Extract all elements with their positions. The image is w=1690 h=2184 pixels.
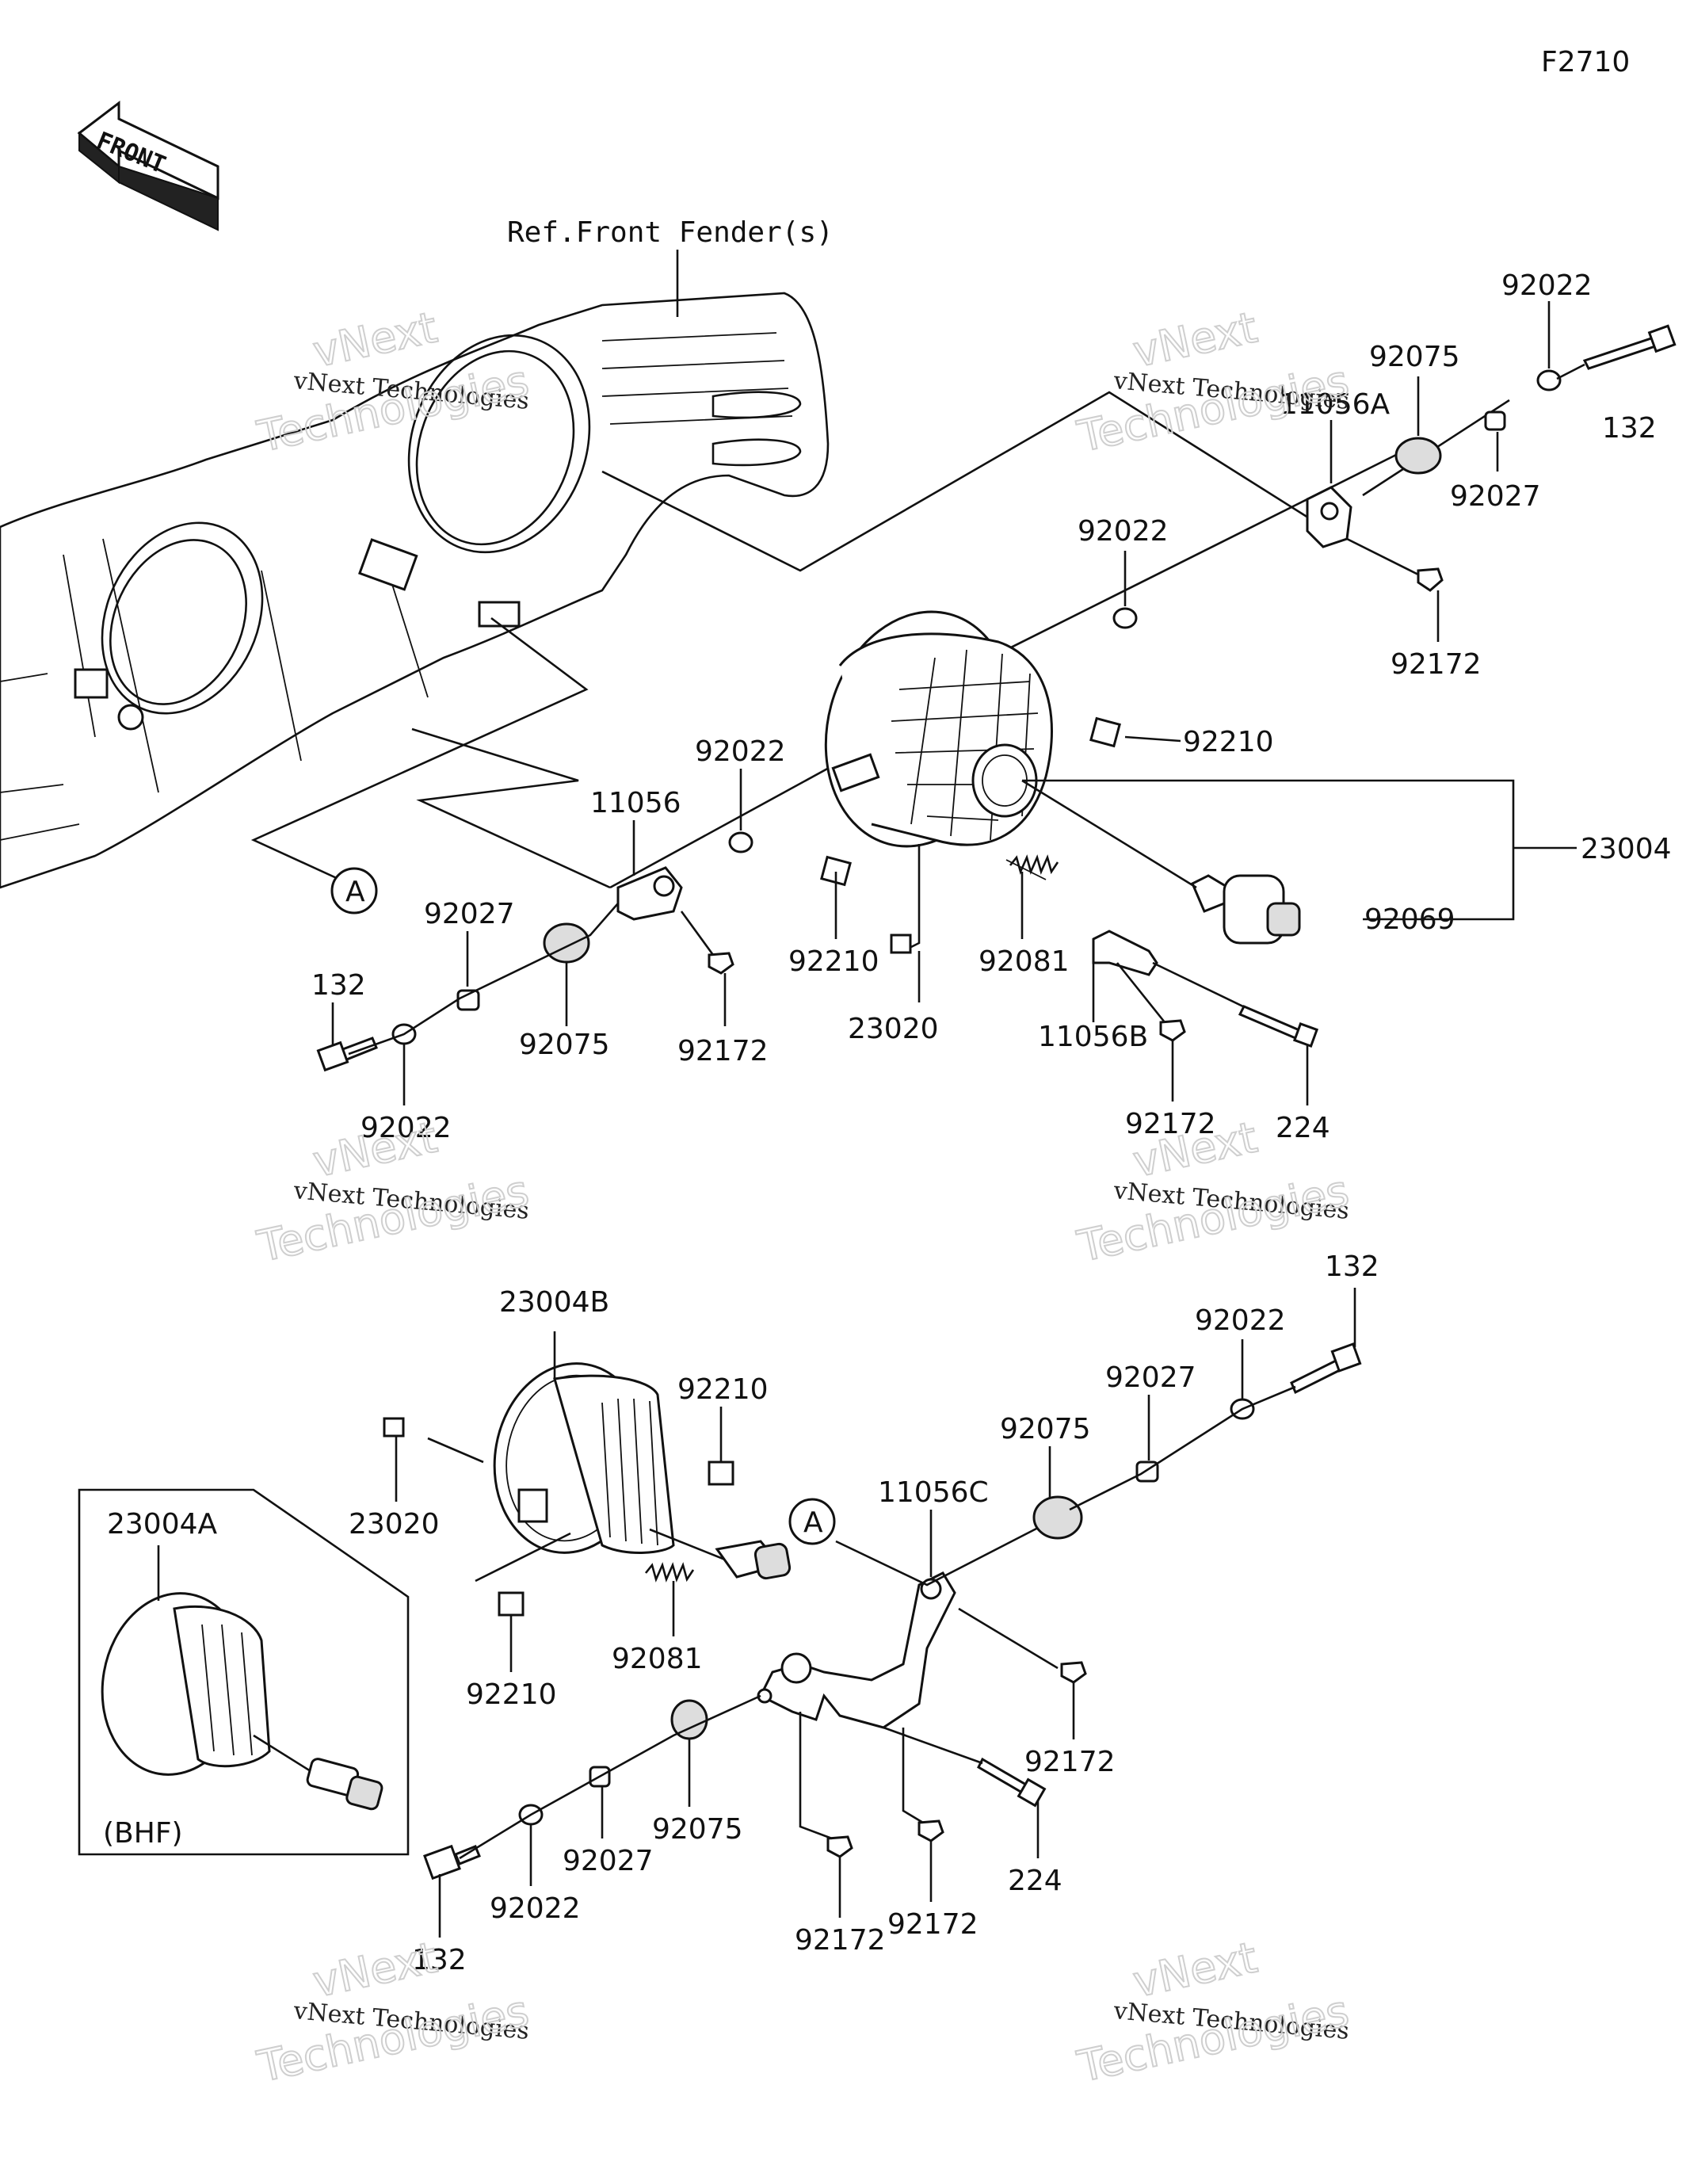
reference-label: Ref.Front Fender(s) bbox=[507, 216, 834, 249]
svg-text:vNext: vNext bbox=[1129, 302, 1261, 376]
label-92022-bl2: 92022 bbox=[490, 1892, 581, 1925]
collar-92027-tr bbox=[1484, 410, 1506, 431]
label-23004B: 23004B bbox=[499, 1286, 609, 1319]
label-132-bl: 132 bbox=[412, 1944, 467, 1976]
nut-23020-top bbox=[890, 934, 912, 954]
watermark-6: vNext vNext Technologies Technologies bbox=[1072, 1931, 1353, 2092]
label-11056B: 11056B bbox=[1038, 1021, 1148, 1053]
label-92172-bm: 92172 bbox=[887, 1908, 979, 1941]
label-92027-br: 92027 bbox=[1105, 1361, 1196, 1394]
svg-text:vNext: vNext bbox=[309, 1932, 441, 2006]
label-23020-b: 23020 bbox=[349, 1508, 440, 1541]
label-224-b: 224 bbox=[1008, 1865, 1062, 1897]
label-92027-bl: 92027 bbox=[563, 1845, 654, 1877]
bolt-224-upper bbox=[1238, 1005, 1319, 1048]
label-23004: 23004 bbox=[1581, 833, 1672, 865]
label-92075-tr: 92075 bbox=[1369, 341, 1460, 373]
front-arrow-icon: FRONT bbox=[77, 100, 219, 231]
nut-92210-tr bbox=[1089, 716, 1121, 748]
bolt-132-br bbox=[1290, 1342, 1362, 1395]
label-92075-bl: 92075 bbox=[652, 1813, 743, 1846]
washer-92022-tr bbox=[1536, 369, 1562, 391]
label-92210-b1: 92210 bbox=[677, 1373, 769, 1406]
clip-92172-br bbox=[1060, 1661, 1087, 1684]
bracket-11056B bbox=[1092, 930, 1158, 976]
variant-box-label: (BHF) bbox=[103, 1817, 183, 1850]
bolt-132-tr bbox=[1582, 324, 1677, 370]
bracket-11056 bbox=[616, 866, 683, 921]
label-92027-l: 92027 bbox=[424, 898, 515, 930]
figure-code: F2710 bbox=[1541, 46, 1630, 78]
washer-92022-mid bbox=[1112, 607, 1138, 629]
clip-92172-l bbox=[708, 952, 734, 975]
bracket-11056C bbox=[758, 1571, 956, 1729]
label-leaders bbox=[331, 301, 1577, 1938]
nut-23020-b bbox=[383, 1417, 405, 1438]
label-132-tr: 132 bbox=[1602, 412, 1657, 445]
svg-text:vNext: vNext bbox=[309, 302, 441, 376]
grommet-92075-br bbox=[1032, 1495, 1083, 1540]
label-11056A: 11056A bbox=[1280, 388, 1391, 421]
watermark-1: vNext vNext Technologies Technologies bbox=[252, 301, 533, 462]
label-92210-l: 92210 bbox=[788, 945, 879, 978]
spring-92081-upper bbox=[1005, 854, 1059, 880]
label-92022-l: 92022 bbox=[695, 735, 786, 768]
variant-box: 23004A (BHF) bbox=[78, 1488, 410, 1856]
label-92027-tr: 92027 bbox=[1450, 480, 1541, 513]
watermark-2: vNext vNext Technologies Technologies bbox=[1072, 301, 1353, 462]
clip-92172-bm bbox=[917, 1819, 944, 1842]
label-92075-l: 92075 bbox=[519, 1029, 610, 1061]
label-23020-top: 23020 bbox=[848, 1013, 939, 1045]
label-92210-tr: 92210 bbox=[1183, 726, 1274, 758]
svg-text:A: A bbox=[803, 1506, 823, 1539]
svg-text:vNext: vNext bbox=[309, 1112, 441, 1186]
label-92081-b: 92081 bbox=[612, 1643, 703, 1675]
callout-a-lower: A bbox=[788, 1498, 836, 1545]
label-92210-b2: 92210 bbox=[466, 1678, 557, 1711]
label-92172-bl: 92172 bbox=[795, 1924, 886, 1957]
label-132-l: 132 bbox=[311, 969, 366, 1002]
clip-92172-tr bbox=[1417, 567, 1444, 592]
label-92069: 92069 bbox=[1364, 903, 1455, 936]
label-92172-b: 92172 bbox=[1125, 1108, 1216, 1140]
bolt-224-lower bbox=[977, 1757, 1047, 1808]
label-11056: 11056 bbox=[590, 787, 681, 819]
nut-92210-b1 bbox=[708, 1460, 734, 1486]
front-fender-drawing bbox=[0, 292, 830, 889]
spring-92081-lower bbox=[644, 1562, 695, 1583]
label-11056C: 11056C bbox=[878, 1476, 989, 1509]
label-224-top: 224 bbox=[1276, 1112, 1330, 1144]
label-92172-br: 92172 bbox=[1024, 1746, 1116, 1778]
clip-92172-b bbox=[1159, 1019, 1186, 1042]
headlight-23004 bbox=[824, 610, 1053, 848]
headlight-23004B bbox=[493, 1362, 792, 1580]
label-92022-bl: 92022 bbox=[361, 1112, 452, 1144]
variant-box-part: 23004A bbox=[107, 1508, 218, 1541]
watermark-5: vNext vNext Technologies Technologies bbox=[252, 1931, 533, 2092]
label-92022-tr: 92022 bbox=[1501, 269, 1593, 302]
watermark-3: vNext vNext Technologies Technologies bbox=[252, 1111, 533, 1272]
nut-92210-b2 bbox=[498, 1591, 525, 1617]
label-132-br: 132 bbox=[1325, 1250, 1379, 1283]
svg-text:A: A bbox=[345, 876, 365, 908]
bolt-132-l bbox=[316, 1037, 378, 1072]
washer-92022-l bbox=[728, 831, 753, 853]
bulb-92069 bbox=[1021, 779, 1301, 945]
label-92172-l: 92172 bbox=[677, 1035, 769, 1067]
grommet-92075-l bbox=[543, 922, 590, 964]
svg-text:vNext: vNext bbox=[1129, 1932, 1261, 2006]
clip-92172-bl bbox=[826, 1835, 853, 1858]
label-92081-top: 92081 bbox=[979, 945, 1070, 978]
label-92172-tr: 92172 bbox=[1391, 648, 1482, 681]
callout-a-upper: A bbox=[330, 867, 378, 914]
label-92022-br: 92022 bbox=[1195, 1304, 1286, 1337]
nut-92210-l bbox=[820, 855, 852, 887]
label-92022-mid: 92022 bbox=[1078, 515, 1169, 548]
grommet-92075-tr bbox=[1394, 437, 1442, 475]
label-92075-br: 92075 bbox=[1000, 1413, 1091, 1445]
